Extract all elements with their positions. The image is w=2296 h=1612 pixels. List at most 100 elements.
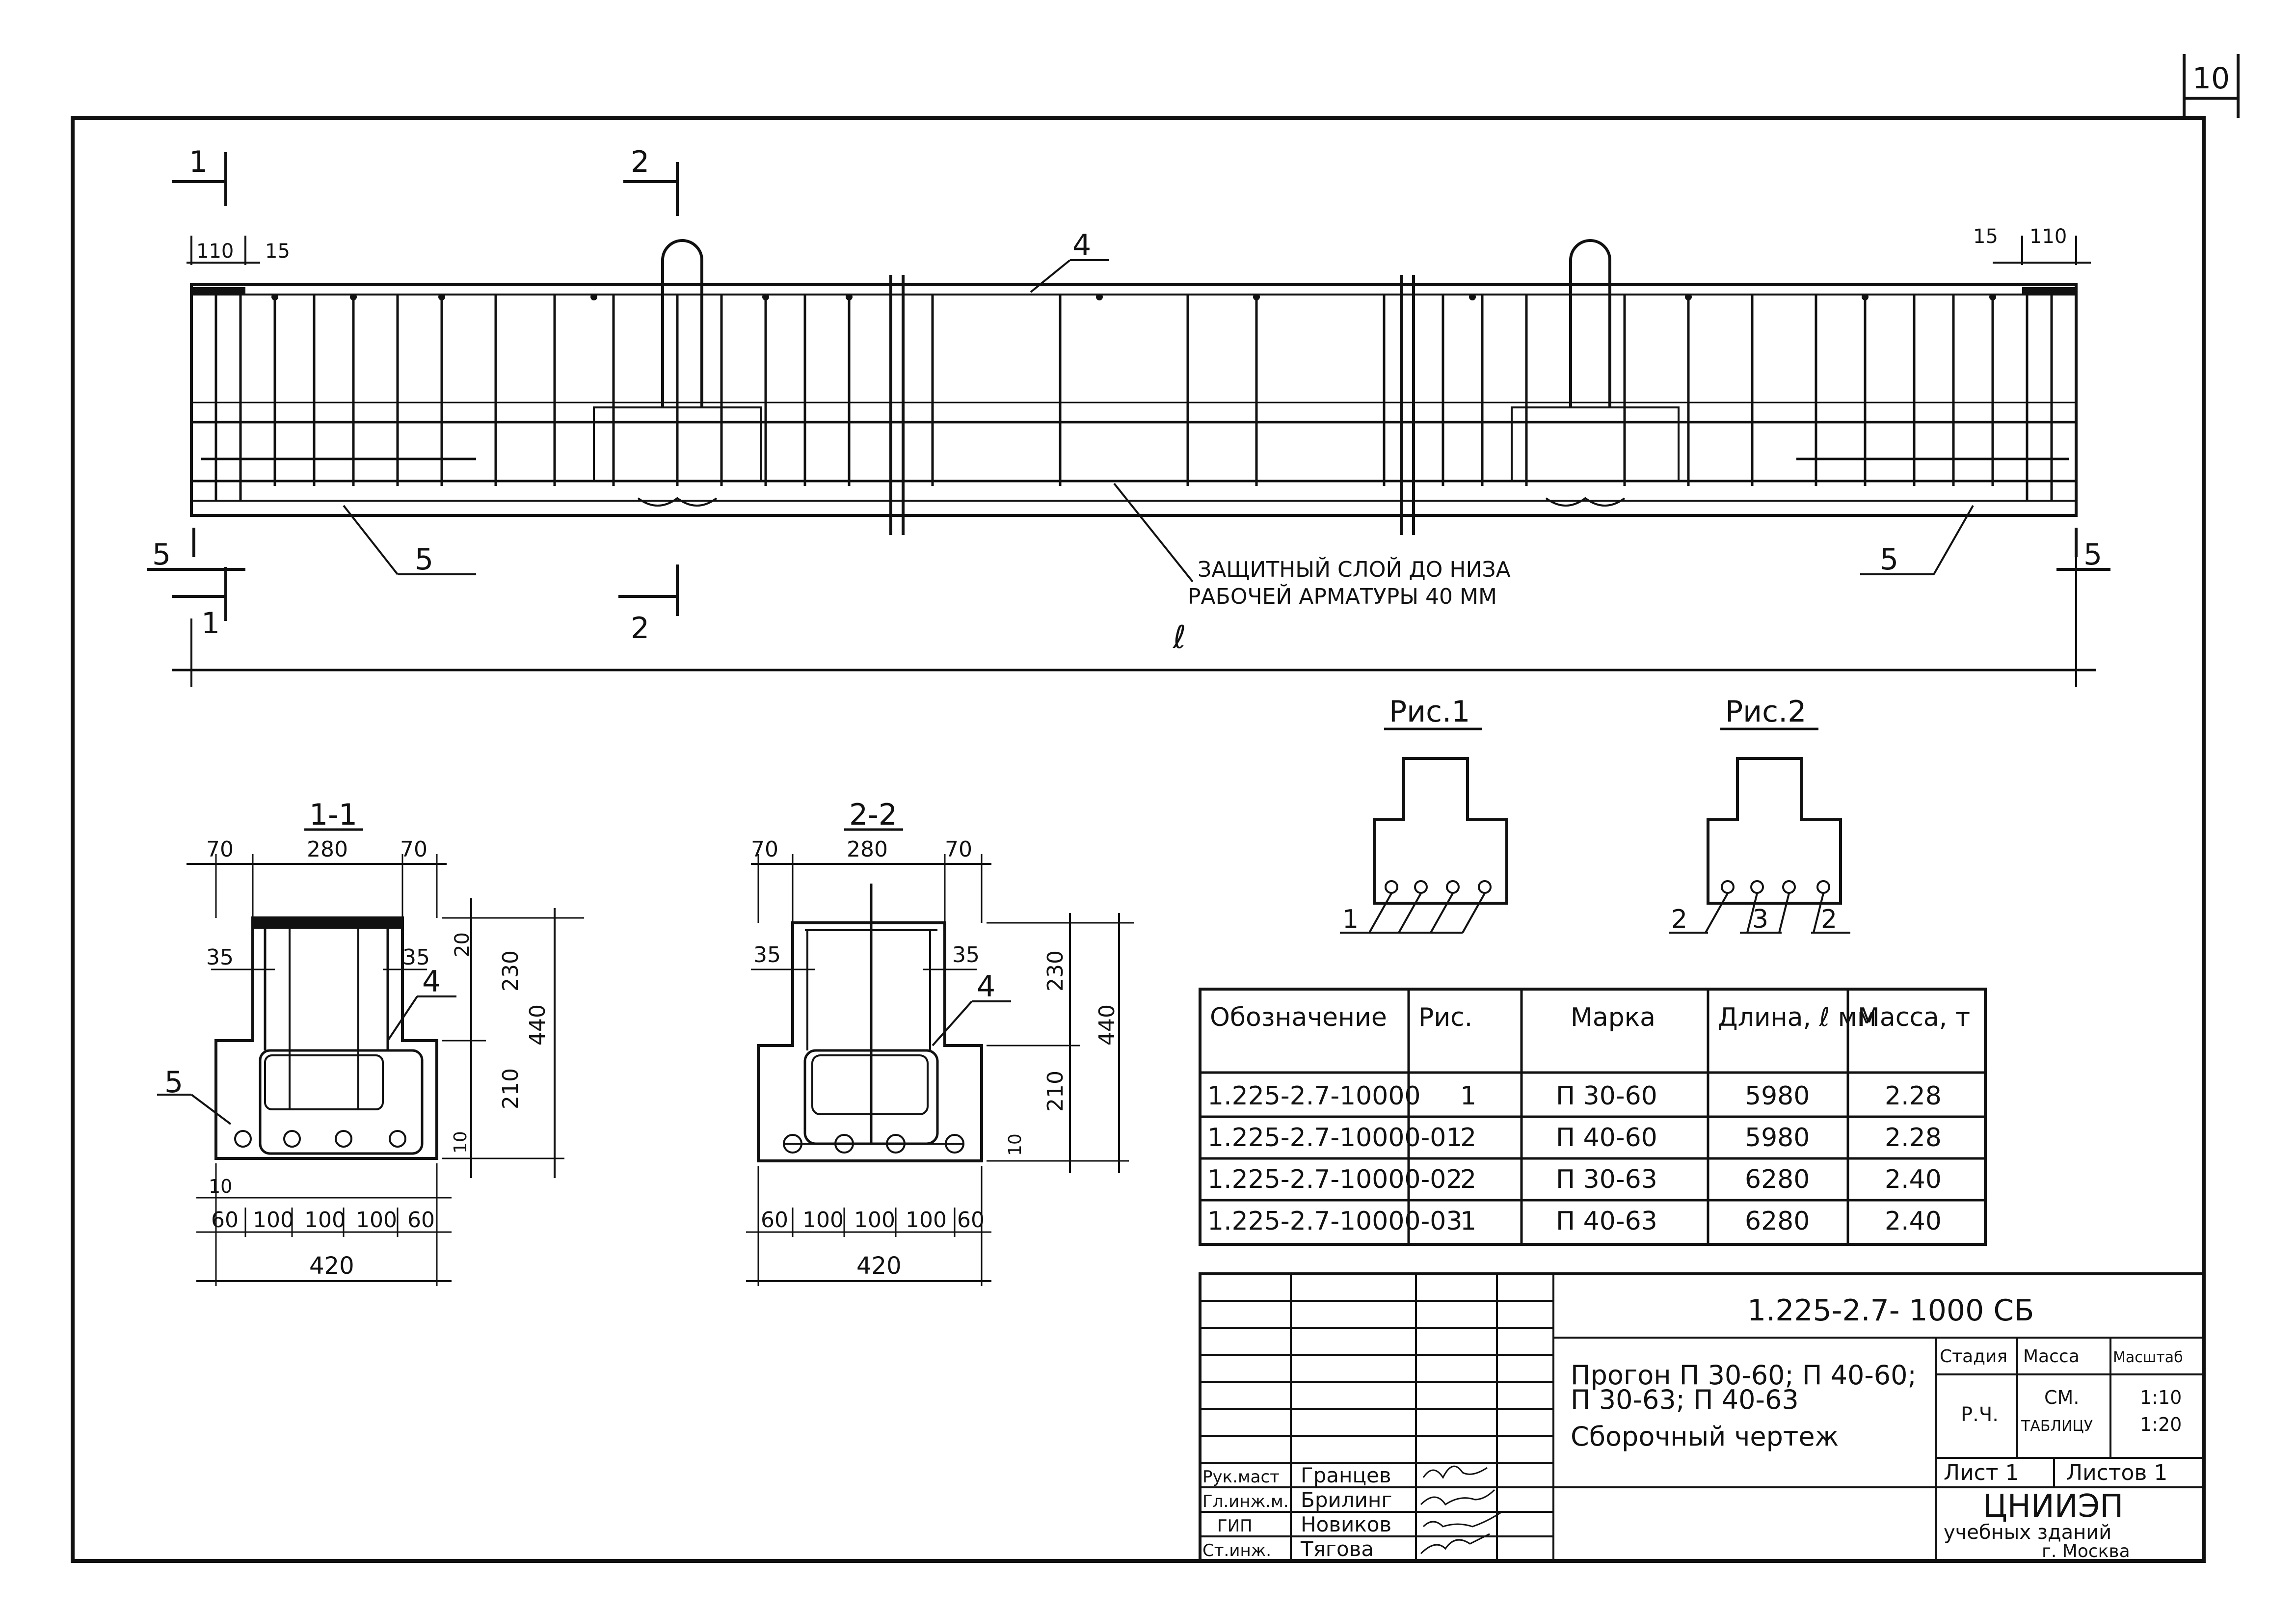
fig2-title: Рис.2 [1725,695,1806,729]
s22-dim-35-right: 35 [952,942,980,967]
sheet-frame [71,116,2206,1563]
section-mark-1-bottom: 1 [201,606,220,641]
title-block: Рук.маст Гранцев Гл.инж.м. Брилинг ГИП Н… [1199,1272,2205,1562]
specification-table: Обозначение Рис. Марка Длина, ℓ мм Масса… [1199,988,1987,1246]
staff-role-2: Гл.инж.м. [1202,1492,1289,1511]
s11-dim-60-right: 60 [407,1208,435,1233]
table-row: 1.225-2.7-10000-03 1 П 40-63 6280 2.40 [1207,1207,1942,1236]
org-line2: учебных зданий [1944,1521,2111,1544]
row4-length: 6280 [1745,1207,1810,1236]
s22-dim-60-left: 60 [761,1208,788,1233]
section-1-1: 1-1 70 280 70 35 35 20 230 [157,798,584,1286]
s11-dim-210: 210 [498,1068,523,1109]
elev-dim-left-15: 15 [265,240,290,263]
staff-name-4: Тягова [1300,1537,1374,1561]
s22-dim-60-right: 60 [957,1208,985,1233]
section-mark-5-right: 5 [2083,537,2102,572]
s22-total-420: 420 [856,1252,902,1280]
row3-mass: 2.40 [1885,1165,1942,1194]
signatures [1420,1465,1502,1555]
s22-dim-100-c: 100 [906,1208,947,1233]
elev-item-4: 4 [1072,228,1091,263]
table-header-length: Длина, ℓ мм [1718,1003,1876,1032]
s22-dim-440: 440 [1095,1004,1120,1046]
s11-dim-440: 440 [525,1004,550,1046]
s11-dim-10-bottom: 10 [209,1176,232,1197]
elev-dim-right-15: 15 [1973,225,1998,248]
row4-mark: П 40-63 [1556,1207,1657,1236]
row2-length: 5980 [1745,1123,1810,1153]
section-2-2: 2-2 70 280 70 35 35 230 210 10 4 [746,798,1134,1286]
beam-elevation: 110 15 15 110 1 1 2 2 5 5 4 5 5 [147,145,2110,687]
org-city: г. Москва [2042,1541,2130,1561]
stage-value: Р.Ч. [1961,1403,1999,1426]
fig1-title: Рис.1 [1389,695,1470,729]
row3-designation: 1.225-2.7-10000-02 [1207,1165,1462,1194]
staff-name-2: Брилинг [1301,1488,1392,1512]
s11-dim-280: 280 [307,837,348,862]
s11-dim-100-a: 100 [253,1208,294,1233]
s11-total-420: 420 [309,1252,354,1280]
s22-dim-10: 10 [1005,1133,1025,1156]
s22-dim-100-b: 100 [854,1208,895,1233]
section-mark-2-bottom: 2 [631,611,649,645]
scale-header: Масштаб [2113,1349,2183,1366]
s11-item-4: 4 [422,965,441,999]
s11-dim-10: 10 [451,1131,471,1154]
section-mark-2-top: 2 [631,145,649,179]
row1-mass: 2.28 [1885,1081,1942,1111]
s11-dim-100-b: 100 [304,1208,346,1233]
s11-dim-20: 20 [451,932,474,957]
mass-value-1: СМ. [2044,1387,2079,1408]
sheet-number-box: 10 [2183,54,2240,118]
table-header-fig: Рис. [1418,1003,1472,1032]
s11-dim-35-right: 35 [402,945,430,970]
row2-designation: 1.225-2.7-10000-01 [1207,1123,1462,1153]
s22-dim-70-right: 70 [945,837,972,862]
scale-value-1: 1:10 [2140,1387,2182,1408]
sheets-label: Листов 1 [2066,1460,2167,1485]
fig1-label-1: 1 [1342,905,1359,934]
row2-fig: 2 [1460,1123,1476,1153]
mass-value-2: ТАБЛИЦУ [2021,1418,2093,1435]
s11-item-5: 5 [164,1065,183,1100]
table-row: 1.225-2.7-10000-02 2 П 30-63 6280 2.40 [1207,1165,1942,1194]
product-name-line2: П 30-63; П 40-63 [1571,1384,1799,1415]
staff-role-3: ГИП [1217,1516,1253,1536]
row4-mass: 2.40 [1885,1207,1942,1236]
stage-header: Стадия [1940,1346,2007,1367]
scale-value-2: 1:20 [2140,1414,2182,1435]
s11-dim-35-left: 35 [206,945,234,970]
s22-dim-70-left: 70 [751,837,778,862]
s11-dim-60-left: 60 [211,1208,239,1233]
s22-dim-280: 280 [847,837,888,862]
document-code: 1.225-2.7- 1000 СБ [1747,1293,2034,1328]
row2-mark: П 40-60 [1556,1123,1657,1153]
s22-item-4: 4 [977,969,995,1004]
row3-mark: П 30-63 [1556,1165,1657,1194]
s11-dim-70-right: 70 [400,837,427,862]
overall-length-label: ℓ [1173,619,1186,656]
row1-mark: П 30-60 [1556,1081,1657,1111]
protective-layer-note-line1: ЗАЩИТНЫЙ СЛОЙ ДО НИЗА [1198,556,1511,582]
sheet-number: 10 [2192,61,2230,96]
section-mark-5-left: 5 [152,537,171,572]
s22-dim-210: 210 [1043,1071,1068,1112]
section-2-2-title: 2-2 [849,798,897,832]
s11-dim-70-left: 70 [206,837,234,862]
staff-role-4: Ст.инж. [1202,1541,1271,1560]
product-name-line1: Прогон П 30-60; П 40-60; [1571,1360,1917,1391]
product-name-line3: Сборочный чертеж [1571,1421,1839,1452]
fig2-label-3: 3 [1752,905,1768,934]
table-header-mass: Масса, т [1858,1003,1970,1032]
row4-designation: 1.225-2.7-10000-03 [1207,1207,1462,1236]
s22-dim-100-a: 100 [802,1208,844,1233]
section-1-1-title: 1-1 [309,798,357,832]
fig2-label-2-right: 2 [1821,905,1837,934]
table-header-mark: Марка [1571,1003,1655,1032]
s11-dim-230: 230 [498,950,523,992]
row1-fig: 1 [1460,1081,1476,1111]
row3-fig: 2 [1460,1165,1476,1194]
elev-dim-left-110: 110 [196,240,234,263]
